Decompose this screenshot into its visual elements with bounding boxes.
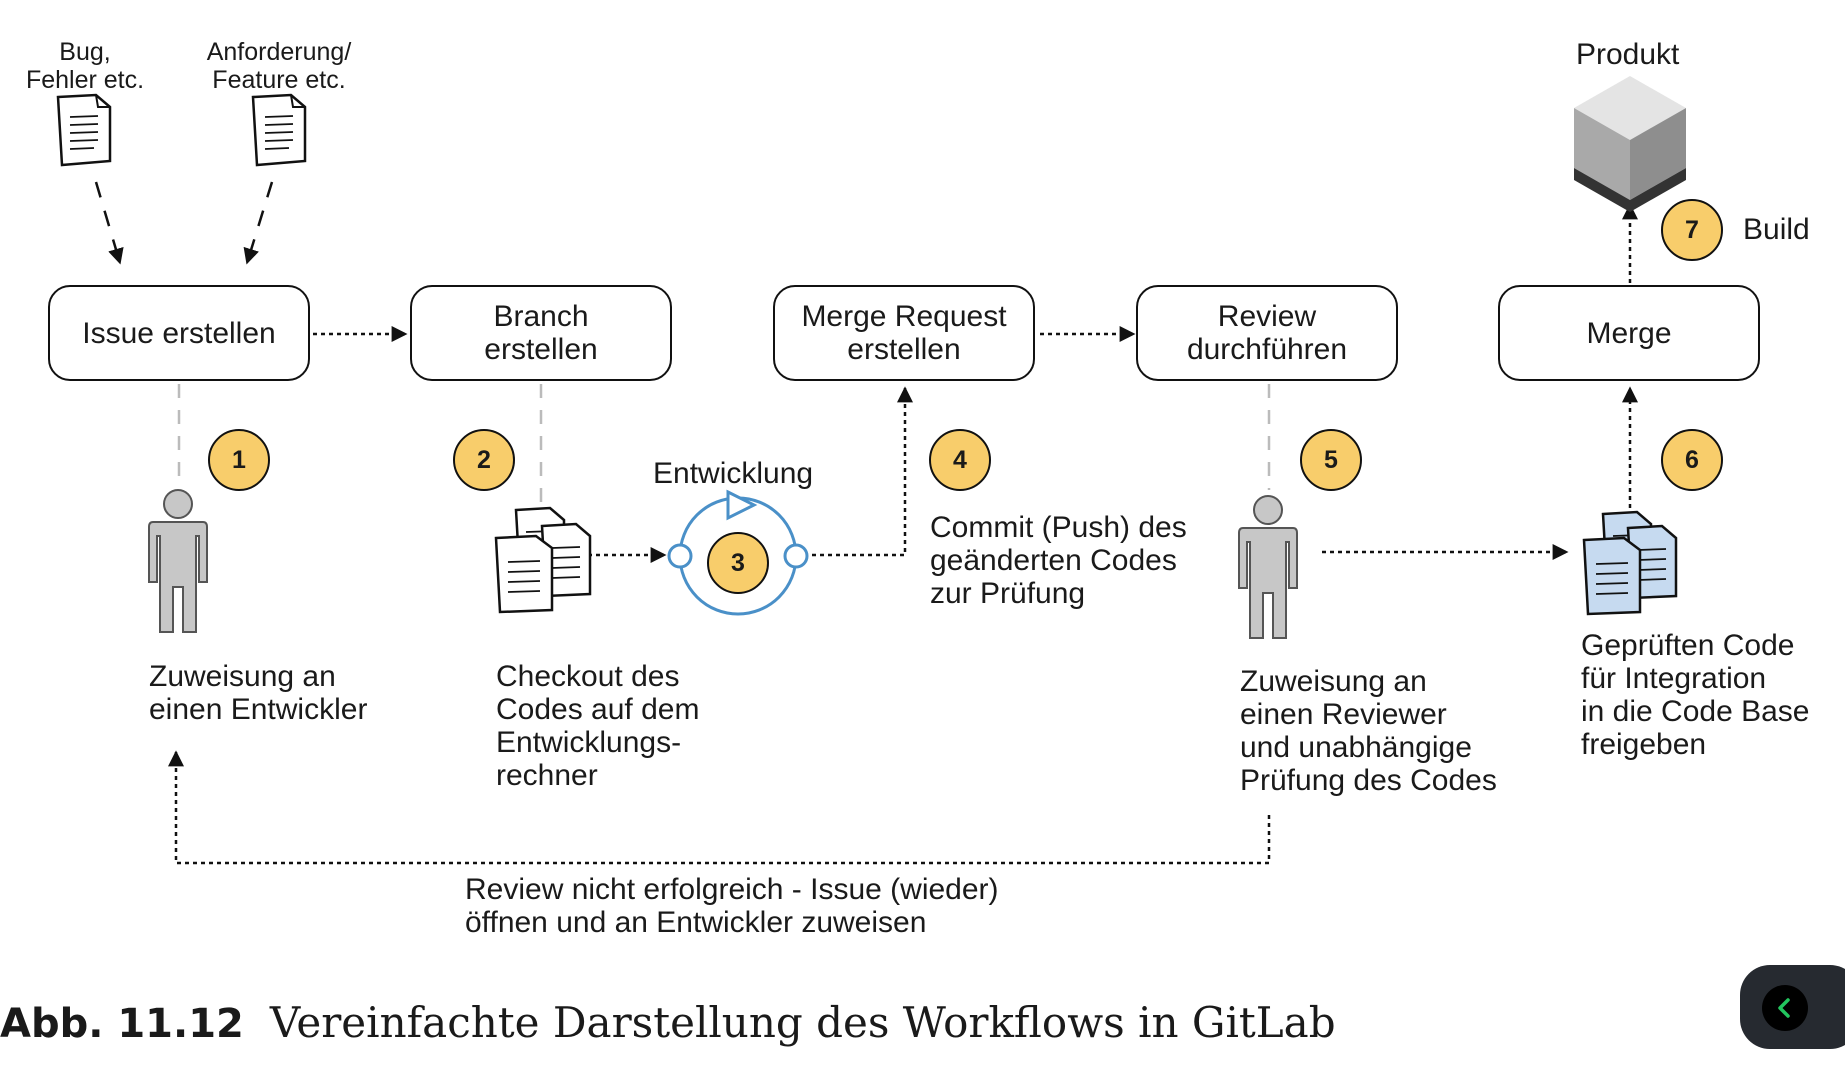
- approved-document-stack-icon: [1582, 510, 1678, 616]
- step-badge-2: 2: [453, 429, 515, 491]
- step-badge-3: 3: [707, 532, 769, 594]
- document-icon: [56, 93, 112, 167]
- arrow-cycle-to-mr: [812, 386, 913, 557]
- step-badge-5: 5: [1300, 429, 1362, 491]
- step-badge-1: 1: [208, 429, 270, 491]
- build-label: Build: [1743, 213, 1810, 246]
- step-badge-4: 4: [929, 429, 991, 491]
- checkout-text: Checkout des Codes auf dem Entwicklungs-…: [496, 660, 700, 792]
- back-button[interactable]: [1740, 965, 1845, 1049]
- person-icon: [148, 489, 208, 633]
- step-issue-create: Issue erstellen: [48, 285, 310, 381]
- document-stack-icon: [494, 506, 592, 614]
- input-bug-label: Bug, Fehler etc.: [25, 38, 145, 94]
- figure-number: Abb. 11.12: [0, 1001, 244, 1047]
- feedback-loop-text: Review nicht erfolgreich - Issue (wieder…: [465, 873, 999, 939]
- step-merge: Merge: [1498, 285, 1760, 381]
- document-icon: [251, 93, 307, 167]
- step-merge-request-create: Merge Request erstellen: [773, 285, 1035, 381]
- step-badge-7: 7: [1661, 199, 1723, 261]
- chevron-left-icon: [1762, 985, 1808, 1031]
- development-label: Entwicklung: [653, 457, 814, 490]
- step-badge-6: 6: [1661, 429, 1723, 491]
- arrow-feature-to-issue: [243, 181, 274, 265]
- arrow-feedback-loop: [168, 750, 1271, 865]
- figure-caption: Abb. 11.12 Vereinfachte Darstellung des W…: [0, 998, 1336, 1047]
- figure-title: Vereinfachte Darstellung des Workflows i…: [269, 998, 1336, 1047]
- assign-developer-text: Zuweisung an einen Entwickler: [149, 660, 368, 726]
- approve-text: Geprüften Code für Integration in die Co…: [1581, 629, 1810, 761]
- arrow-bug-to-issue: [94, 181, 124, 265]
- cube-icon: [1574, 76, 1686, 212]
- assign-reviewer-text: Zuweisung an einen Reviewer und unabhäng…: [1240, 665, 1497, 797]
- cycle-icon: [667, 489, 809, 616]
- input-feature-label: Anforderung/ Feature etc.: [206, 38, 352, 94]
- step-review: Review durchführen: [1136, 285, 1398, 381]
- person-icon: [1238, 495, 1298, 639]
- product-label: Produkt: [1576, 38, 1680, 71]
- commit-text: Commit (Push) des geänderten Codes zur P…: [930, 511, 1187, 610]
- step-branch-create: Branch erstellen: [410, 285, 672, 381]
